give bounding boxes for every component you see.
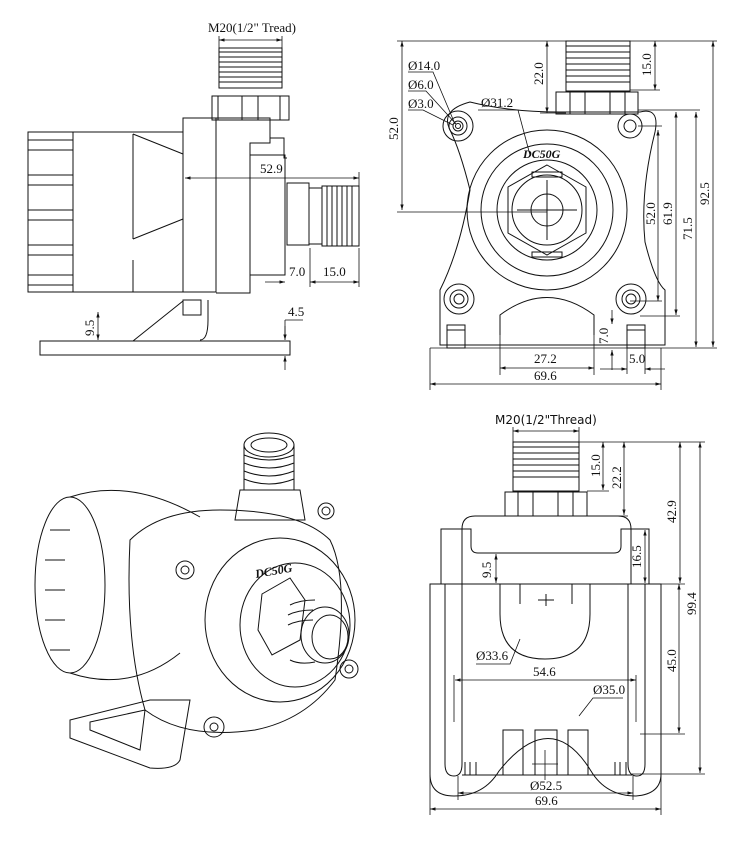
dim-h16: 16.5 bbox=[629, 545, 644, 568]
isometric-view: DC50G bbox=[34, 432, 359, 769]
top-thread bbox=[211, 47, 290, 121]
dim-w54: 54.6 bbox=[533, 664, 556, 679]
label-d35: Ø35.0 bbox=[593, 682, 625, 697]
dim-h61: 61.9 bbox=[660, 202, 675, 225]
front-view: DC50G 52.0 22.0 15.0 52 bbox=[386, 40, 717, 390]
label-d31: Ø31.2 bbox=[481, 95, 513, 110]
label-d6: Ø6.0 bbox=[408, 77, 434, 92]
dim-left-height: 52.0 bbox=[386, 117, 401, 140]
bottom-thread-label: M20(1/2"Thread) bbox=[495, 413, 597, 427]
dim-w69-front: 69.6 bbox=[534, 368, 557, 383]
dim-t15: 15.0 bbox=[588, 454, 603, 477]
dim-t22: 22.2 bbox=[609, 466, 624, 489]
dim-h52: 52.0 bbox=[643, 202, 658, 225]
dim-h9: 9.5 bbox=[479, 562, 494, 578]
label-d3: Ø3.0 bbox=[408, 96, 434, 111]
dim-thread-length: 15.0 bbox=[323, 264, 346, 279]
side-outlet-thread bbox=[286, 182, 360, 247]
side-thread-label: M20(1/2" Tread) bbox=[208, 20, 296, 35]
dim-thread-15: 15.0 bbox=[639, 53, 654, 76]
dim-w5: 5.0 bbox=[629, 351, 645, 366]
dim-h99: 99.4 bbox=[684, 592, 699, 615]
bottom-dimensions: M20(1/2"Thread) 15.0 22.2 42.9 99.4 16.5… bbox=[429, 413, 705, 815]
dim-h71: 71.5 bbox=[680, 217, 695, 240]
dim-w27: 27.2 bbox=[534, 351, 557, 366]
label-d52: Ø52.5 bbox=[530, 778, 562, 793]
dim-h42: 42.9 bbox=[664, 500, 679, 523]
label-d14: Ø14.0 bbox=[408, 58, 440, 73]
side-dimensions: M20(1/2" Tread) 52.9 7.0 15.0 9.5 4.5 bbox=[82, 20, 360, 370]
dim-nut-width: 7.0 bbox=[289, 264, 305, 279]
dim-h92: 92.5 bbox=[697, 182, 712, 205]
model-label-front: DC50G bbox=[522, 147, 561, 161]
dim-foot-offset: 9.5 bbox=[82, 320, 97, 336]
dim-thread-22: 22.0 bbox=[531, 62, 546, 85]
dim-w69-bottom: 69.6 bbox=[535, 793, 558, 808]
side-view: M20(1/2" Tread) 52.9 7.0 15.0 9.5 4.5 bbox=[27, 20, 360, 370]
dim-base-thickness: 4.5 bbox=[288, 304, 304, 319]
dim-h45: 45.0 bbox=[664, 649, 679, 672]
dim-foot-7: 7.0 bbox=[596, 328, 611, 344]
model-label-iso: DC50G bbox=[253, 561, 294, 582]
dim-outlet-length: 52.9 bbox=[260, 161, 283, 176]
front-dimensions: 52.0 22.0 15.0 52.0 61.9 71.5 92.5 7.0 bbox=[386, 40, 717, 390]
bottom-view: M20(1/2"Thread) 15.0 22.2 42.9 99.4 16.5… bbox=[429, 413, 705, 815]
label-d33: Ø33.6 bbox=[476, 648, 509, 663]
base-plate bbox=[39, 299, 291, 356]
mount-holes-front bbox=[442, 110, 647, 315]
motor-body bbox=[27, 117, 287, 294]
